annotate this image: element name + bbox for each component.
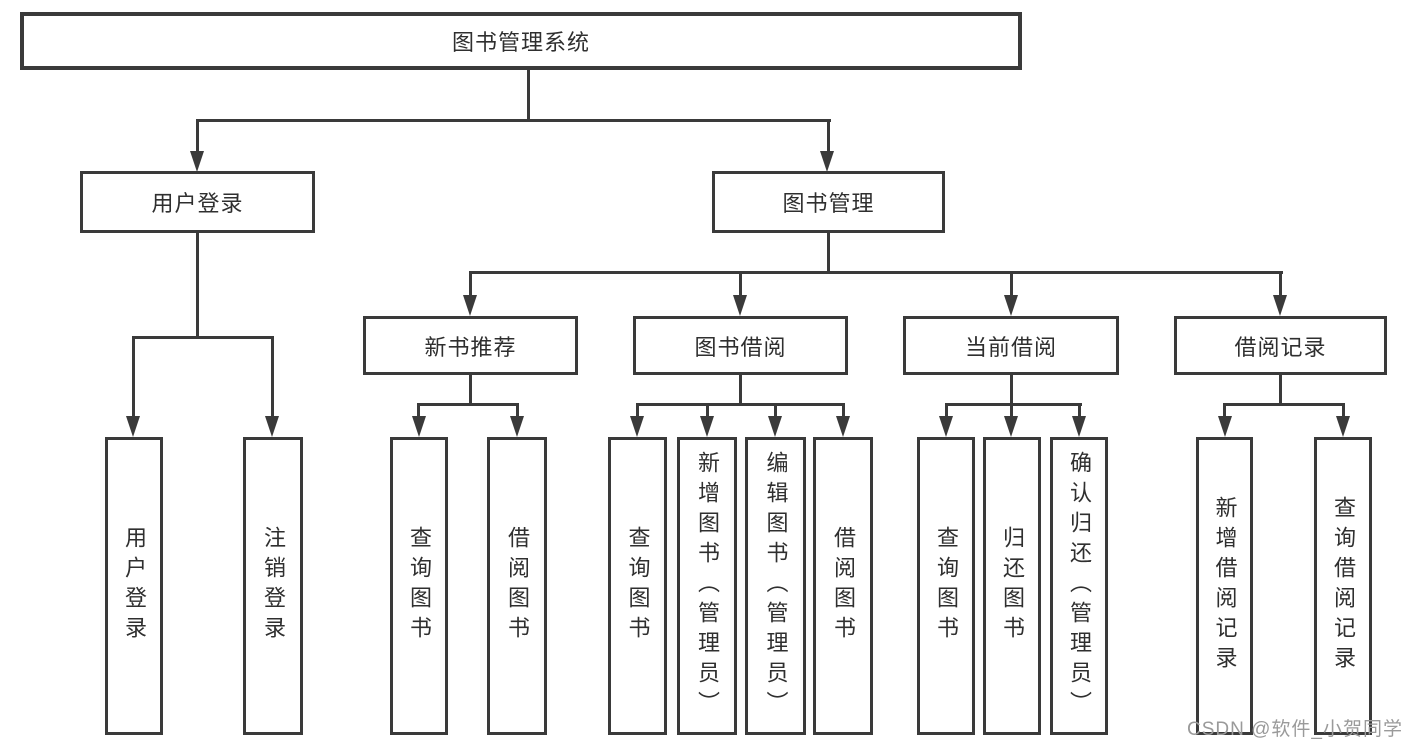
connector-line	[1078, 403, 1081, 419]
arrow-down-icon	[939, 416, 953, 437]
leaf-return-book: 归还图书	[983, 437, 1041, 735]
leaf-user-login: 用户登录	[105, 437, 163, 735]
connector-line	[1223, 403, 1345, 406]
connector-line	[827, 119, 830, 155]
arrow-down-icon	[820, 151, 834, 172]
connector-line	[196, 119, 831, 122]
arrow-down-icon	[630, 416, 644, 437]
arrow-down-icon	[1336, 416, 1350, 437]
connector-line	[1223, 403, 1226, 419]
connector-line	[706, 403, 709, 419]
node-label: 图书管理	[782, 191, 875, 216]
leaf-label: 注销登录	[261, 526, 286, 646]
leaf-label: 查询借阅记录	[1331, 496, 1356, 676]
node-book-borrow: 图书借阅	[633, 316, 848, 375]
connector-line	[774, 403, 777, 419]
connector-line	[636, 403, 845, 406]
leaf-label: 新增图书（管理员）	[695, 451, 720, 721]
leaf-logout: 注销登录	[243, 437, 303, 735]
node-book-management: 图书管理	[712, 171, 945, 233]
leaf-label: 归还图书	[1000, 526, 1025, 646]
arrow-down-icon	[733, 295, 747, 316]
node-new-book-recommend: 新书推荐	[363, 316, 578, 375]
node-current-borrow: 当前借阅	[903, 316, 1119, 375]
connector-line	[739, 375, 742, 405]
leaf-confirm-return-admin: 确认归还（管理员）	[1050, 437, 1108, 735]
arrow-down-icon	[1004, 295, 1018, 316]
connector-line	[469, 271, 472, 299]
connector-line	[1010, 375, 1013, 405]
leaf-borrow-books: 借阅图书	[487, 437, 547, 735]
watermark: CSDN @软件_小贺同学	[1187, 719, 1403, 740]
connector-line	[196, 119, 199, 155]
arrow-down-icon	[126, 416, 140, 437]
connector-line	[469, 375, 472, 405]
arrow-down-icon	[463, 295, 477, 316]
node-label: 当前借阅	[964, 334, 1057, 360]
leaf-label: 借阅图书	[505, 526, 530, 646]
arrow-down-icon	[1273, 295, 1287, 316]
connector-line	[945, 403, 1082, 406]
node-label: 借阅记录	[1234, 334, 1327, 360]
connector-line	[739, 271, 742, 299]
leaf-label: 查询图书	[934, 526, 959, 646]
leaf-label: 编辑图书（管理员）	[763, 451, 789, 721]
arrow-down-icon	[412, 416, 426, 437]
leaf-edit-book-admin: 编辑图书（管理员）	[745, 437, 806, 735]
arrow-down-icon	[1218, 416, 1232, 437]
arrow-down-icon	[836, 416, 850, 437]
leaf-borrow-books: 借阅图书	[813, 437, 873, 735]
leaf-label: 用户登录	[122, 526, 147, 646]
arrow-down-icon	[768, 416, 782, 437]
connector-line	[945, 403, 948, 419]
leaf-label: 借阅图书	[831, 526, 856, 646]
connector-line	[1010, 403, 1013, 419]
node-user-login: 用户登录	[80, 171, 315, 233]
leaf-query-books: 查询图书	[608, 437, 667, 735]
node-label: 新书推荐	[424, 334, 517, 360]
leaf-query-books: 查询图书	[390, 437, 448, 735]
connector-line	[469, 271, 1283, 274]
connector-line	[417, 403, 519, 406]
connector-line	[132, 336, 274, 339]
arrow-down-icon	[700, 416, 714, 437]
leaf-label: 确认归还（管理员）	[1067, 451, 1092, 721]
leaf-label: 查询图书	[625, 526, 651, 646]
connector-line	[636, 403, 639, 419]
arrow-down-icon	[510, 416, 524, 437]
connector-line	[417, 403, 420, 419]
arrow-down-icon	[1004, 416, 1018, 437]
connector-line	[1279, 271, 1282, 299]
connector-line	[1010, 271, 1013, 299]
connector-line	[1279, 375, 1282, 405]
node-borrow-records: 借阅记录	[1174, 316, 1387, 375]
leaf-add-book-admin: 新增图书（管理员）	[677, 437, 737, 735]
connector-line	[827, 233, 830, 274]
node-label: 图书管理系统	[451, 30, 590, 55]
leaf-label: 新增借阅记录	[1212, 496, 1238, 676]
node-label: 用户登录	[151, 191, 244, 216]
connector-line	[527, 70, 530, 121]
arrow-down-icon	[265, 416, 279, 437]
arrow-down-icon	[190, 151, 204, 172]
connector-line	[1342, 403, 1345, 419]
arrow-down-icon	[1072, 416, 1086, 437]
leaf-label: 查询图书	[407, 526, 432, 646]
connector-line	[196, 233, 199, 338]
leaf-query-borrow-record: 查询借阅记录	[1314, 437, 1372, 735]
connector-line	[516, 403, 519, 419]
leaf-add-borrow-record: 新增借阅记录	[1196, 437, 1253, 735]
leaf-query-books: 查询图书	[917, 437, 975, 735]
node-label: 图书借阅	[694, 334, 787, 360]
node-library-management-system: 图书管理系统	[20, 12, 1022, 70]
connector-line	[132, 336, 135, 420]
connector-line	[842, 403, 845, 419]
connector-line	[271, 336, 274, 420]
